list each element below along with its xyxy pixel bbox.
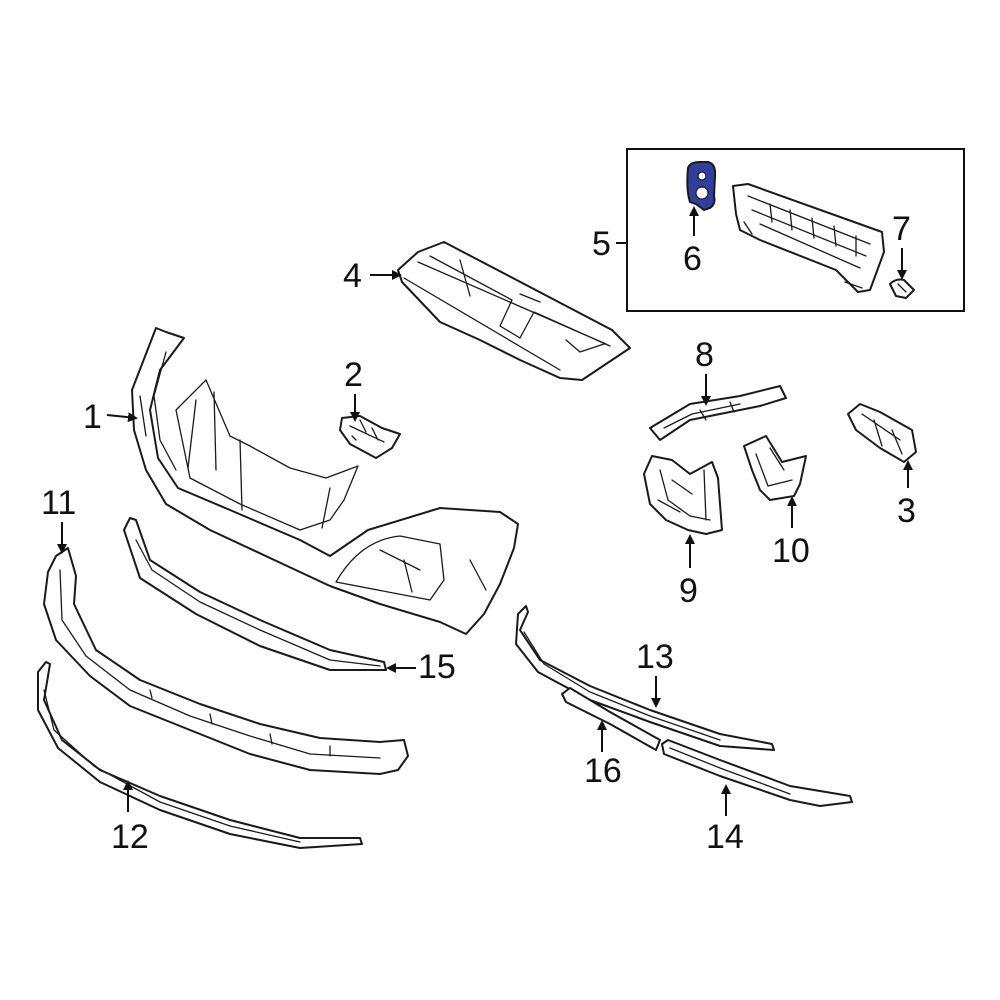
callout-14: 14 (706, 818, 744, 856)
callout-11: 11 (41, 484, 76, 522)
part-1-bumper-cover[interactable] (131, 327, 519, 635)
callout-3: 3 (897, 492, 916, 530)
part-3-bracket[interactable] (847, 403, 917, 463)
part-2-bracket[interactable] (339, 415, 401, 459)
part-8-bracket[interactable] (649, 385, 787, 441)
callout-12: 12 (111, 818, 149, 856)
part-11-valance[interactable] (43, 547, 409, 775)
callout-2: 2 (344, 356, 363, 394)
part-10-bracket[interactable] (743, 435, 807, 501)
inset-box (626, 148, 965, 312)
callout-4: 4 (343, 257, 362, 295)
callout-16: 16 (584, 752, 622, 790)
part-9-bracket[interactable] (643, 455, 723, 535)
callout-6: 6 (683, 240, 702, 278)
part-15-strip[interactable] (123, 517, 387, 671)
callout-7: 7 (892, 210, 911, 248)
callout-9: 9 (679, 572, 698, 610)
part-6-bracket[interactable] (686, 161, 717, 212)
leader-lines (57, 206, 913, 816)
callout-5: 5 (592, 225, 611, 263)
callout-15: 15 (418, 648, 456, 686)
part-13-strip[interactable] (515, 605, 775, 751)
part-4-cover[interactable] (397, 241, 631, 381)
part-16-trim[interactable] (561, 687, 661, 751)
callout-10: 10 (772, 532, 810, 570)
callout-13: 13 (636, 638, 674, 676)
callout-labels: 1 2 3 4 5 6 7 8 9 10 11 12 13 14 15 16 (41, 210, 916, 856)
part-6-shape (686, 161, 717, 212)
part-14-trim[interactable] (661, 739, 853, 807)
callout-1: 1 (83, 398, 102, 436)
part-5-deflector[interactable] (732, 183, 885, 293)
callout-8: 8 (695, 336, 714, 374)
part-7-clip[interactable] (889, 278, 915, 299)
